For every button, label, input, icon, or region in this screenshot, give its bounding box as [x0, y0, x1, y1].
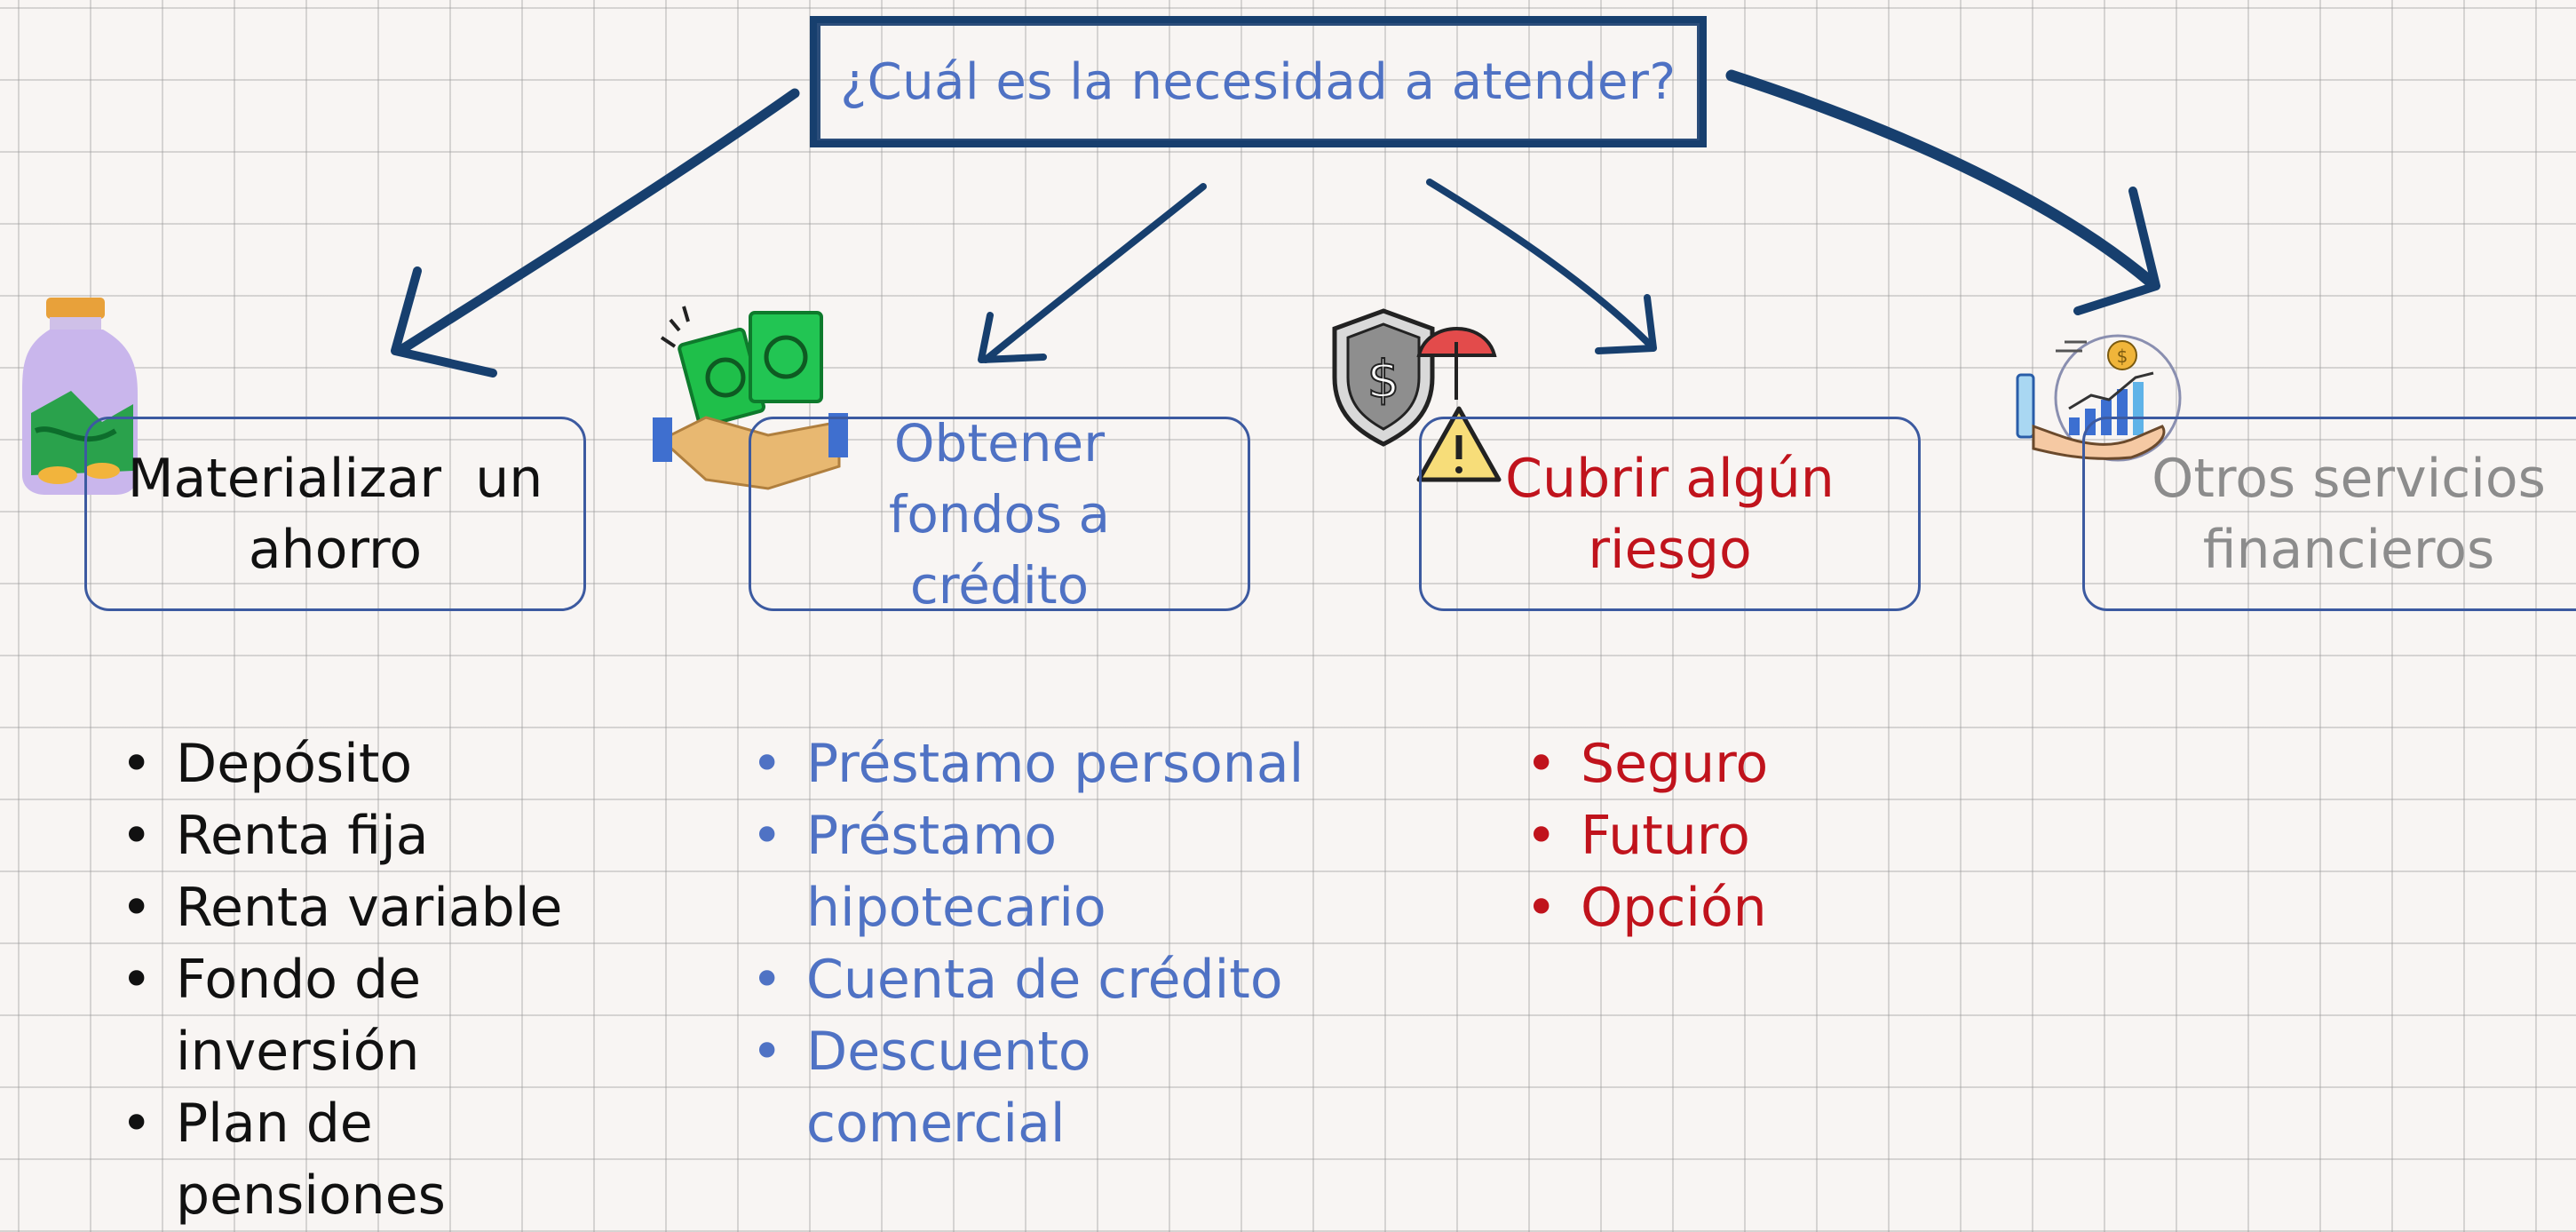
- category-label-otros: Otros servicios financieros: [2152, 447, 2546, 581]
- shield-umbrella-warning-icon: $: [1332, 308, 1502, 482]
- list-item: Descuento comercial: [744, 1016, 1108, 1160]
- list-item: Renta fija: [114, 800, 611, 872]
- category-label-credito: Obtener fondos a crédito: [888, 412, 1111, 616]
- savings-jar-icon: [22, 298, 138, 495]
- list-item: Renta variable: [114, 872, 611, 944]
- list-item: Plan de pensiones: [114, 1088, 446, 1232]
- svg-text:$: $: [1367, 349, 1400, 409]
- category-box-credito: Obtener fondos a crédito: [749, 413, 1250, 616]
- arrow-to-otros: [1725, 69, 2160, 290]
- arrow-head-4: [2073, 187, 2160, 315]
- category-box-ahorro: Materializar un ahorro: [84, 417, 586, 611]
- list-credito: Préstamo personal Préstamo hipotecario C…: [744, 728, 1383, 1160]
- question-box: ¿Cuál es la necesidad a atender?: [810, 16, 1707, 147]
- category-label-riesgo: Cubrir algún riesgo: [1505, 447, 1835, 581]
- svg-text:$: $: [2117, 346, 2128, 367]
- list-ahorro: Depósito Renta fija Renta variable Fondo…: [114, 728, 611, 1232]
- category-label-ahorro: Materializar un ahorro: [127, 447, 560, 581]
- list-item: Préstamo personal: [744, 728, 1383, 800]
- list-item: Cuenta de crédito: [744, 944, 1383, 1016]
- arrow-to-ahorro: [394, 88, 800, 356]
- arrow-to-riesgo: [1426, 179, 1655, 350]
- financial-growth-icon: $: [2016, 334, 2182, 462]
- list-riesgo: Seguro Futuro Opción: [1518, 728, 1874, 944]
- arrow-head-1: [391, 266, 497, 378]
- category-box-otros: Otros servicios financieros: [2082, 417, 2576, 611]
- list-item: Préstamo hipotecario: [744, 800, 1108, 944]
- list-item: Seguro: [1518, 728, 1874, 800]
- list-item: Futuro: [1518, 800, 1874, 872]
- list-item: Fondo de inversión: [114, 944, 442, 1088]
- arrow-head-3: [1595, 294, 1657, 354]
- list-item: Opción: [1518, 872, 1874, 944]
- category-box-riesgo: Cubrir algún riesgo: [1419, 417, 1921, 611]
- arrow-head-2: [978, 312, 1047, 363]
- arrow-to-credito: [982, 183, 1207, 363]
- question-text: ¿Cuál es la necesidad a atender?: [840, 52, 1676, 111]
- list-item: Depósito: [114, 728, 611, 800]
